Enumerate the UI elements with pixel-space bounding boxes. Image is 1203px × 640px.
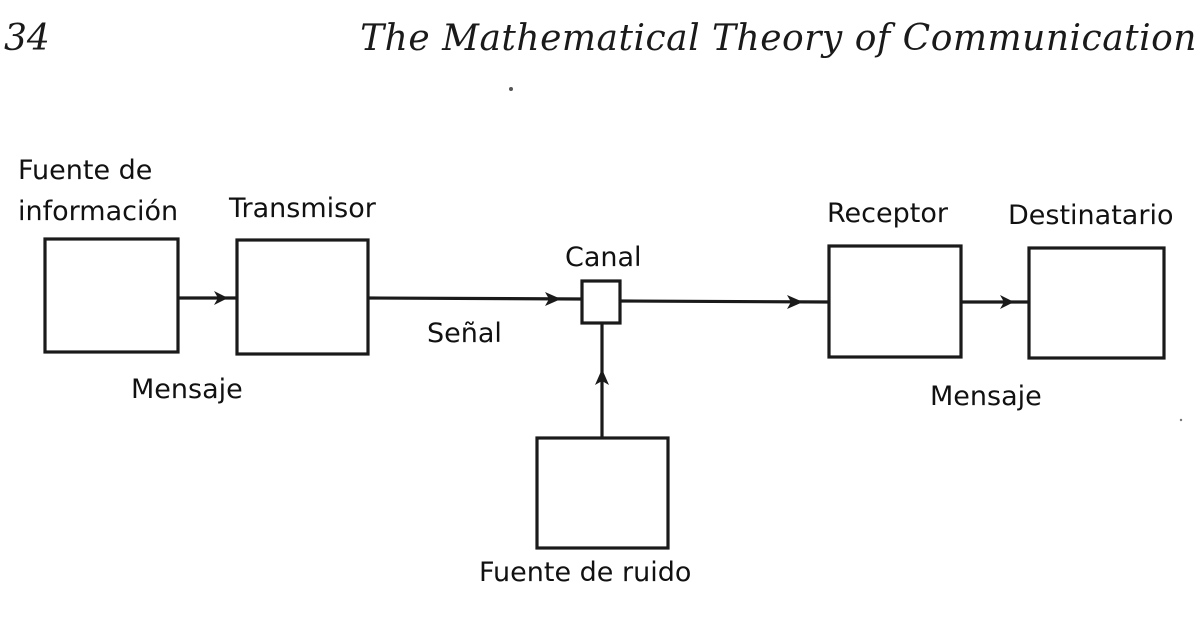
arrowhead-transmitter-channel [545, 292, 561, 306]
receiver-box [827, 244, 963, 359]
channel-label: Canal [565, 242, 642, 273]
information-source-label-line2: información [18, 196, 179, 227]
scan-speck [509, 87, 513, 91]
edge-transmitter-channel [367, 296, 583, 301]
arrowhead-receiver-destination [1000, 295, 1014, 309]
running-title: The Mathematical Theory of Communication [360, 18, 1197, 59]
information-source-box [43, 237, 180, 354]
noise-source-box [535, 436, 670, 550]
destination-label: Destinatario [1008, 200, 1174, 231]
signal-label: Señal [427, 318, 502, 349]
information-source-label: Fuente de información [18, 150, 218, 232]
receiver-label: Receptor [827, 198, 948, 229]
message-in-label: Mensaje [131, 374, 243, 405]
arrowhead-channel-receiver [787, 295, 803, 309]
message-out-label: Mensaje [930, 381, 1042, 412]
noise-source-label: Fuente de ruido [479, 557, 692, 588]
arrowhead-noise-channel [595, 369, 609, 385]
page-number: 34 [4, 18, 50, 59]
transmitter-box [235, 238, 370, 356]
arrowhead-source-transmitter [214, 291, 228, 305]
channel-box [580, 279, 622, 325]
scan-speck [1179, 418, 1183, 422]
destination-box [1027, 246, 1166, 360]
transmitter-label: Transmisor [229, 193, 376, 224]
information-source-label-line1: Fuente de [18, 155, 153, 186]
